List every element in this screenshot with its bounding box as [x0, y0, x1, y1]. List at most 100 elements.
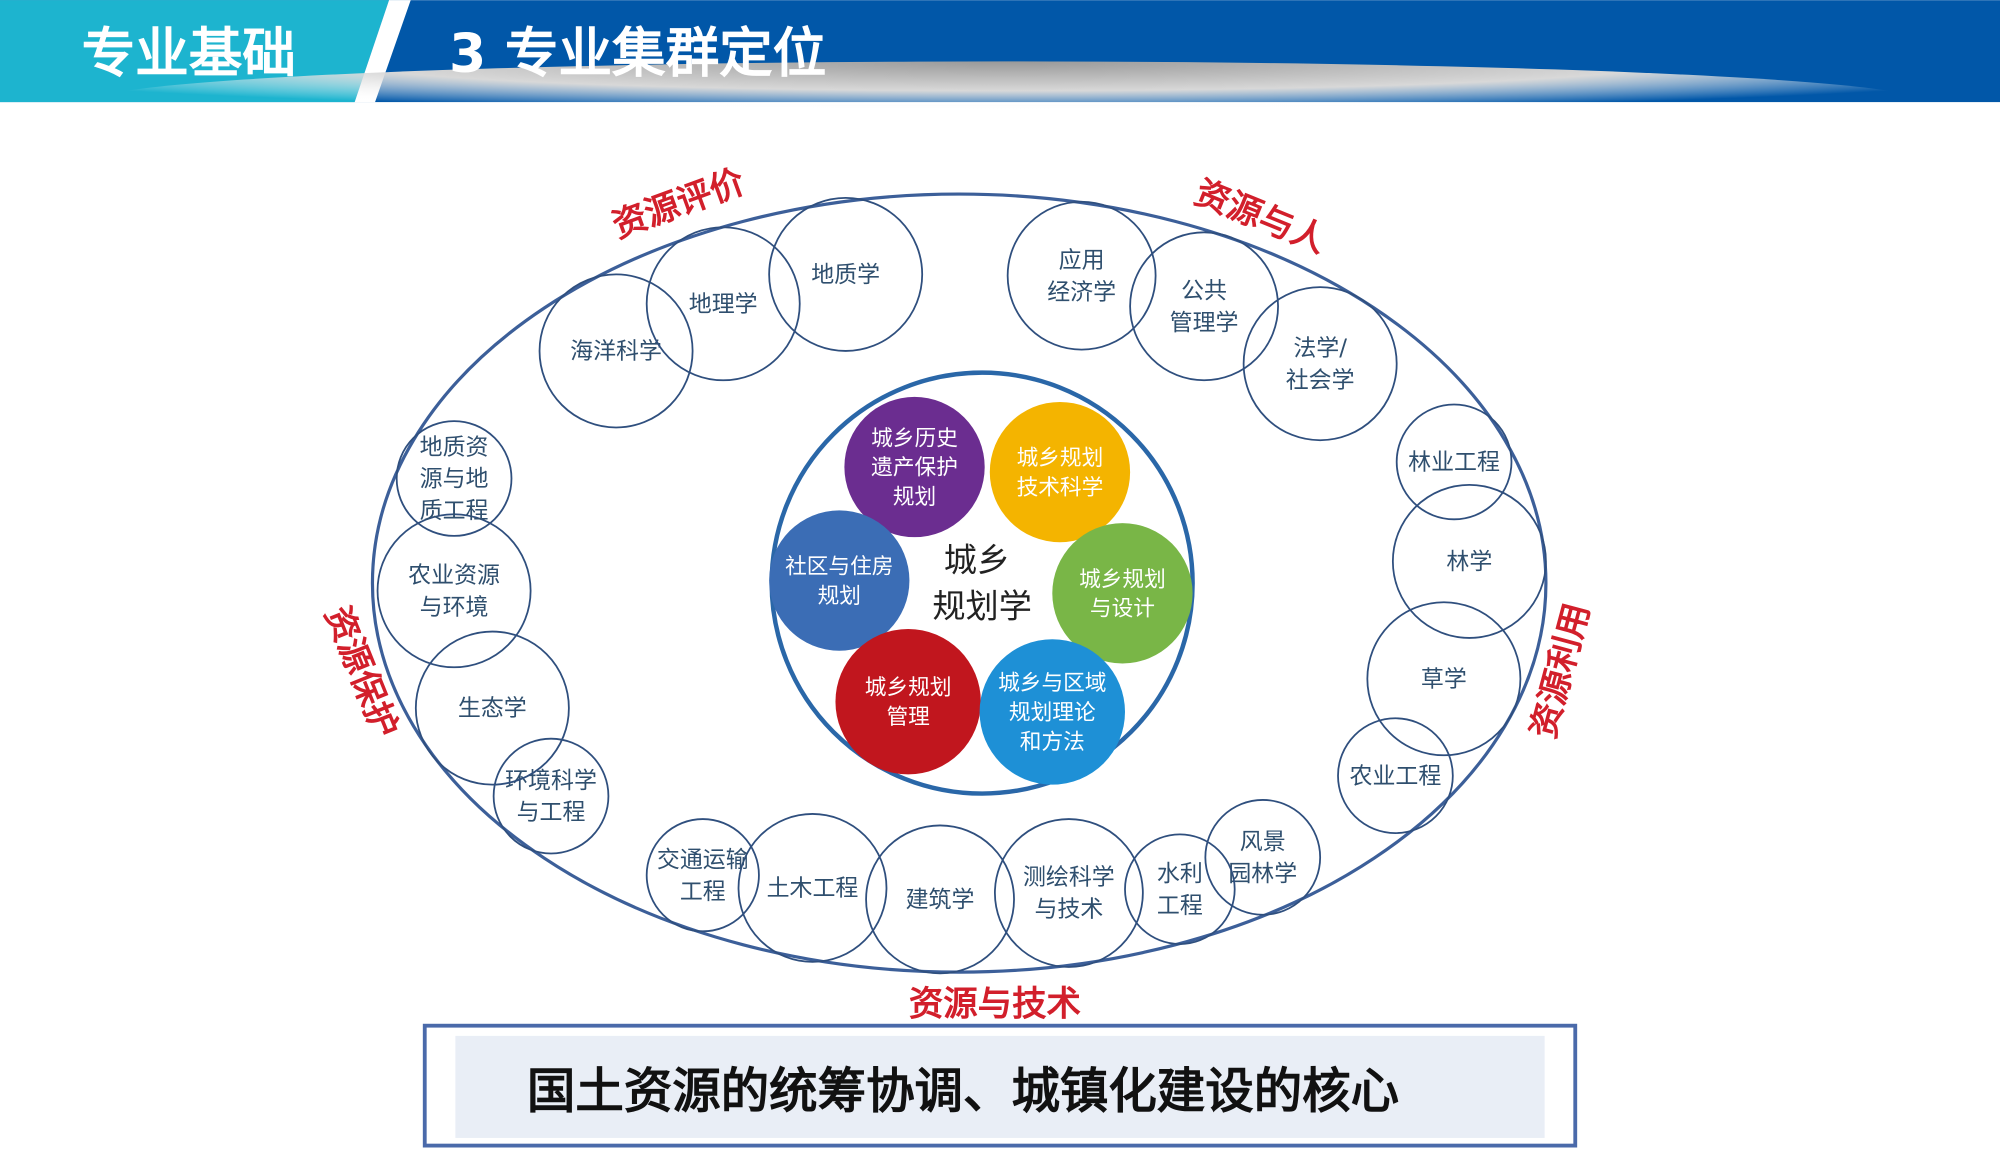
- discipline-item: 地理学: [645, 226, 801, 382]
- discipline-circle: [1337, 717, 1454, 834]
- discipline-item: 法学/社会学: [1242, 286, 1398, 442]
- discipline-item: 测绘科学与技术: [994, 818, 1144, 968]
- discipline-item: 地质学: [768, 196, 924, 352]
- discipline-label-line: 海洋科学: [570, 339, 662, 365]
- discipline-label-line: 林学: [1446, 549, 1492, 575]
- core-area-label-line: 遗产保护: [871, 456, 958, 481]
- core-area-item: 城乡历史遗产保护规划: [844, 396, 985, 538]
- discipline-label-line: 生态学: [458, 696, 527, 722]
- core-area-label-line: 城乡规划: [1079, 567, 1166, 592]
- discipline-label-line: 农业工程: [1350, 763, 1442, 789]
- core-area-circle: [769, 510, 910, 651]
- discipline-circle: [645, 818, 760, 933]
- discipline-label: 林业工程: [1408, 450, 1500, 476]
- discipline-label-line: 交通运输: [657, 847, 749, 873]
- discipline-label: 地理学: [689, 291, 758, 317]
- discipline-item: 建筑学: [865, 824, 1015, 975]
- discipline-label: 地质学: [811, 262, 880, 288]
- core-area-label-line: 城乡与区域: [998, 671, 1106, 696]
- core-area-label-line: 社区与住房: [785, 555, 893, 580]
- discipline-circle: [1242, 286, 1398, 442]
- core-area-label-line: 规划: [893, 485, 936, 510]
- core-area-circle: [1052, 523, 1193, 664]
- discipline-label-line: 工程: [1157, 893, 1203, 919]
- discipline-label-line: 管理学: [1170, 310, 1239, 336]
- core-area-label-line: 技术科学: [1017, 475, 1104, 500]
- discipline-label: 农业工程: [1350, 763, 1442, 789]
- discipline-item: 海洋科学: [538, 273, 694, 429]
- discipline-item: 风景园林学: [1204, 799, 1322, 916]
- core-area-circle: [989, 401, 1131, 543]
- discipline-circle: [768, 196, 924, 352]
- core-area-item: 城乡规划与设计: [1052, 523, 1193, 664]
- discipline-item: 草学: [1366, 601, 1522, 757]
- discipline-label-line: 园林学: [1228, 861, 1297, 887]
- discipline-label-line: 农业资源: [408, 562, 500, 588]
- discipline-label-line: 质工程: [420, 498, 489, 524]
- discipline-label-line: 风景: [1240, 829, 1286, 855]
- discipline-circle: [1006, 200, 1157, 351]
- discipline-item: 交通运输工程: [645, 818, 760, 933]
- core-area-item: 社区与住房规划: [769, 510, 910, 651]
- discipline-label-line: 环境科学: [505, 768, 597, 794]
- discipline-label-line: 与技术: [1034, 897, 1103, 923]
- discipline-label-line: 地质资: [420, 434, 489, 460]
- discipline-label-line: 土木工程: [767, 876, 859, 902]
- core-label: 城乡 规划学: [932, 541, 1031, 626]
- discipline-label-line: 建筑学: [906, 887, 975, 913]
- discipline-label: 林学: [1446, 549, 1492, 575]
- discipline-label-line: 地质学: [811, 262, 880, 288]
- discipline-label: 测绘科学与技术: [1023, 865, 1115, 923]
- discipline-label: 生态学: [458, 696, 527, 722]
- discipline-circle: [538, 273, 694, 429]
- discipline-label: 交通运输工程: [657, 847, 749, 905]
- ring-label-evaluation: 资源评价: [607, 162, 751, 247]
- discipline-label-line: 法学/: [1293, 335, 1347, 361]
- discipline-label-line: 测绘科学: [1023, 865, 1115, 891]
- core-area-label-line: 规划理论: [1009, 701, 1096, 726]
- summary-text: 国土资源的统筹协调、城镇化建设的核心: [527, 1063, 1399, 1119]
- discipline-label-line: 应用: [1059, 247, 1105, 273]
- discipline-label: 环境科学与工程: [505, 768, 597, 826]
- core-area-label: 城乡与区域规划理论和方法: [998, 671, 1106, 755]
- discipline-label-line: 地理学: [689, 291, 758, 317]
- discipline-circle: [737, 813, 888, 963]
- discipline-item: 林学: [1391, 483, 1547, 639]
- header-bar: 专业基础 3 专业集群定位: [0, 0, 2000, 144]
- core-area-label-line: 城乡历史: [871, 426, 958, 451]
- discipline-label: 海洋科学: [570, 339, 662, 365]
- discipline-circle: [1129, 231, 1279, 382]
- discipline-label: 草学: [1421, 666, 1467, 692]
- discipline-label-line: 水利: [1157, 861, 1203, 887]
- discipline-label: 地质资源与地质工程: [420, 434, 489, 524]
- discipline-label: 应用经济学: [1047, 247, 1116, 305]
- ring-label-protection: 资源保护: [317, 601, 406, 744]
- core-area-circle: [844, 396, 985, 538]
- discipline-circle: [1366, 601, 1522, 757]
- discipline-item: 生态学: [414, 630, 570, 786]
- discipline-circle: [994, 818, 1144, 968]
- discipline-circle: [395, 420, 513, 537]
- discipline-label: 法学/社会学: [1286, 335, 1355, 393]
- discipline-item: 林业工程: [1395, 403, 1513, 521]
- discipline-label-line: 经济学: [1047, 279, 1116, 305]
- discipline-item: 应用经济学: [1006, 200, 1157, 351]
- core-area-label: 社区与住房规划: [785, 555, 893, 609]
- core-label-line: 规划学: [932, 587, 1031, 626]
- discipline-label-line: 工程: [680, 879, 726, 905]
- outer-disciplines: 海洋科学地理学地质学应用经济学公共管理学法学/社会学林业工程林学草学农业工程风景…: [376, 196, 1547, 975]
- discipline-label-line: 源与地: [420, 466, 489, 492]
- discipline-label: 水利工程: [1157, 861, 1203, 919]
- discipline-item: 农业工程: [1337, 717, 1454, 834]
- discipline-item: 水利工程: [1124, 833, 1236, 945]
- core-area-label-line: 城乡规划: [865, 676, 952, 701]
- discipline-label-line: 与环境: [420, 594, 489, 620]
- core-label-line: 城乡: [944, 541, 1010, 580]
- core-area-label-line: 与设计: [1090, 597, 1155, 622]
- discipline-circle: [1204, 799, 1322, 916]
- discipline-label-line: 与工程: [517, 800, 586, 826]
- core-area-item: 城乡与区域规划理论和方法: [979, 639, 1125, 785]
- core-area-label-line: 规划: [818, 584, 861, 609]
- discipline-label: 建筑学: [906, 887, 975, 913]
